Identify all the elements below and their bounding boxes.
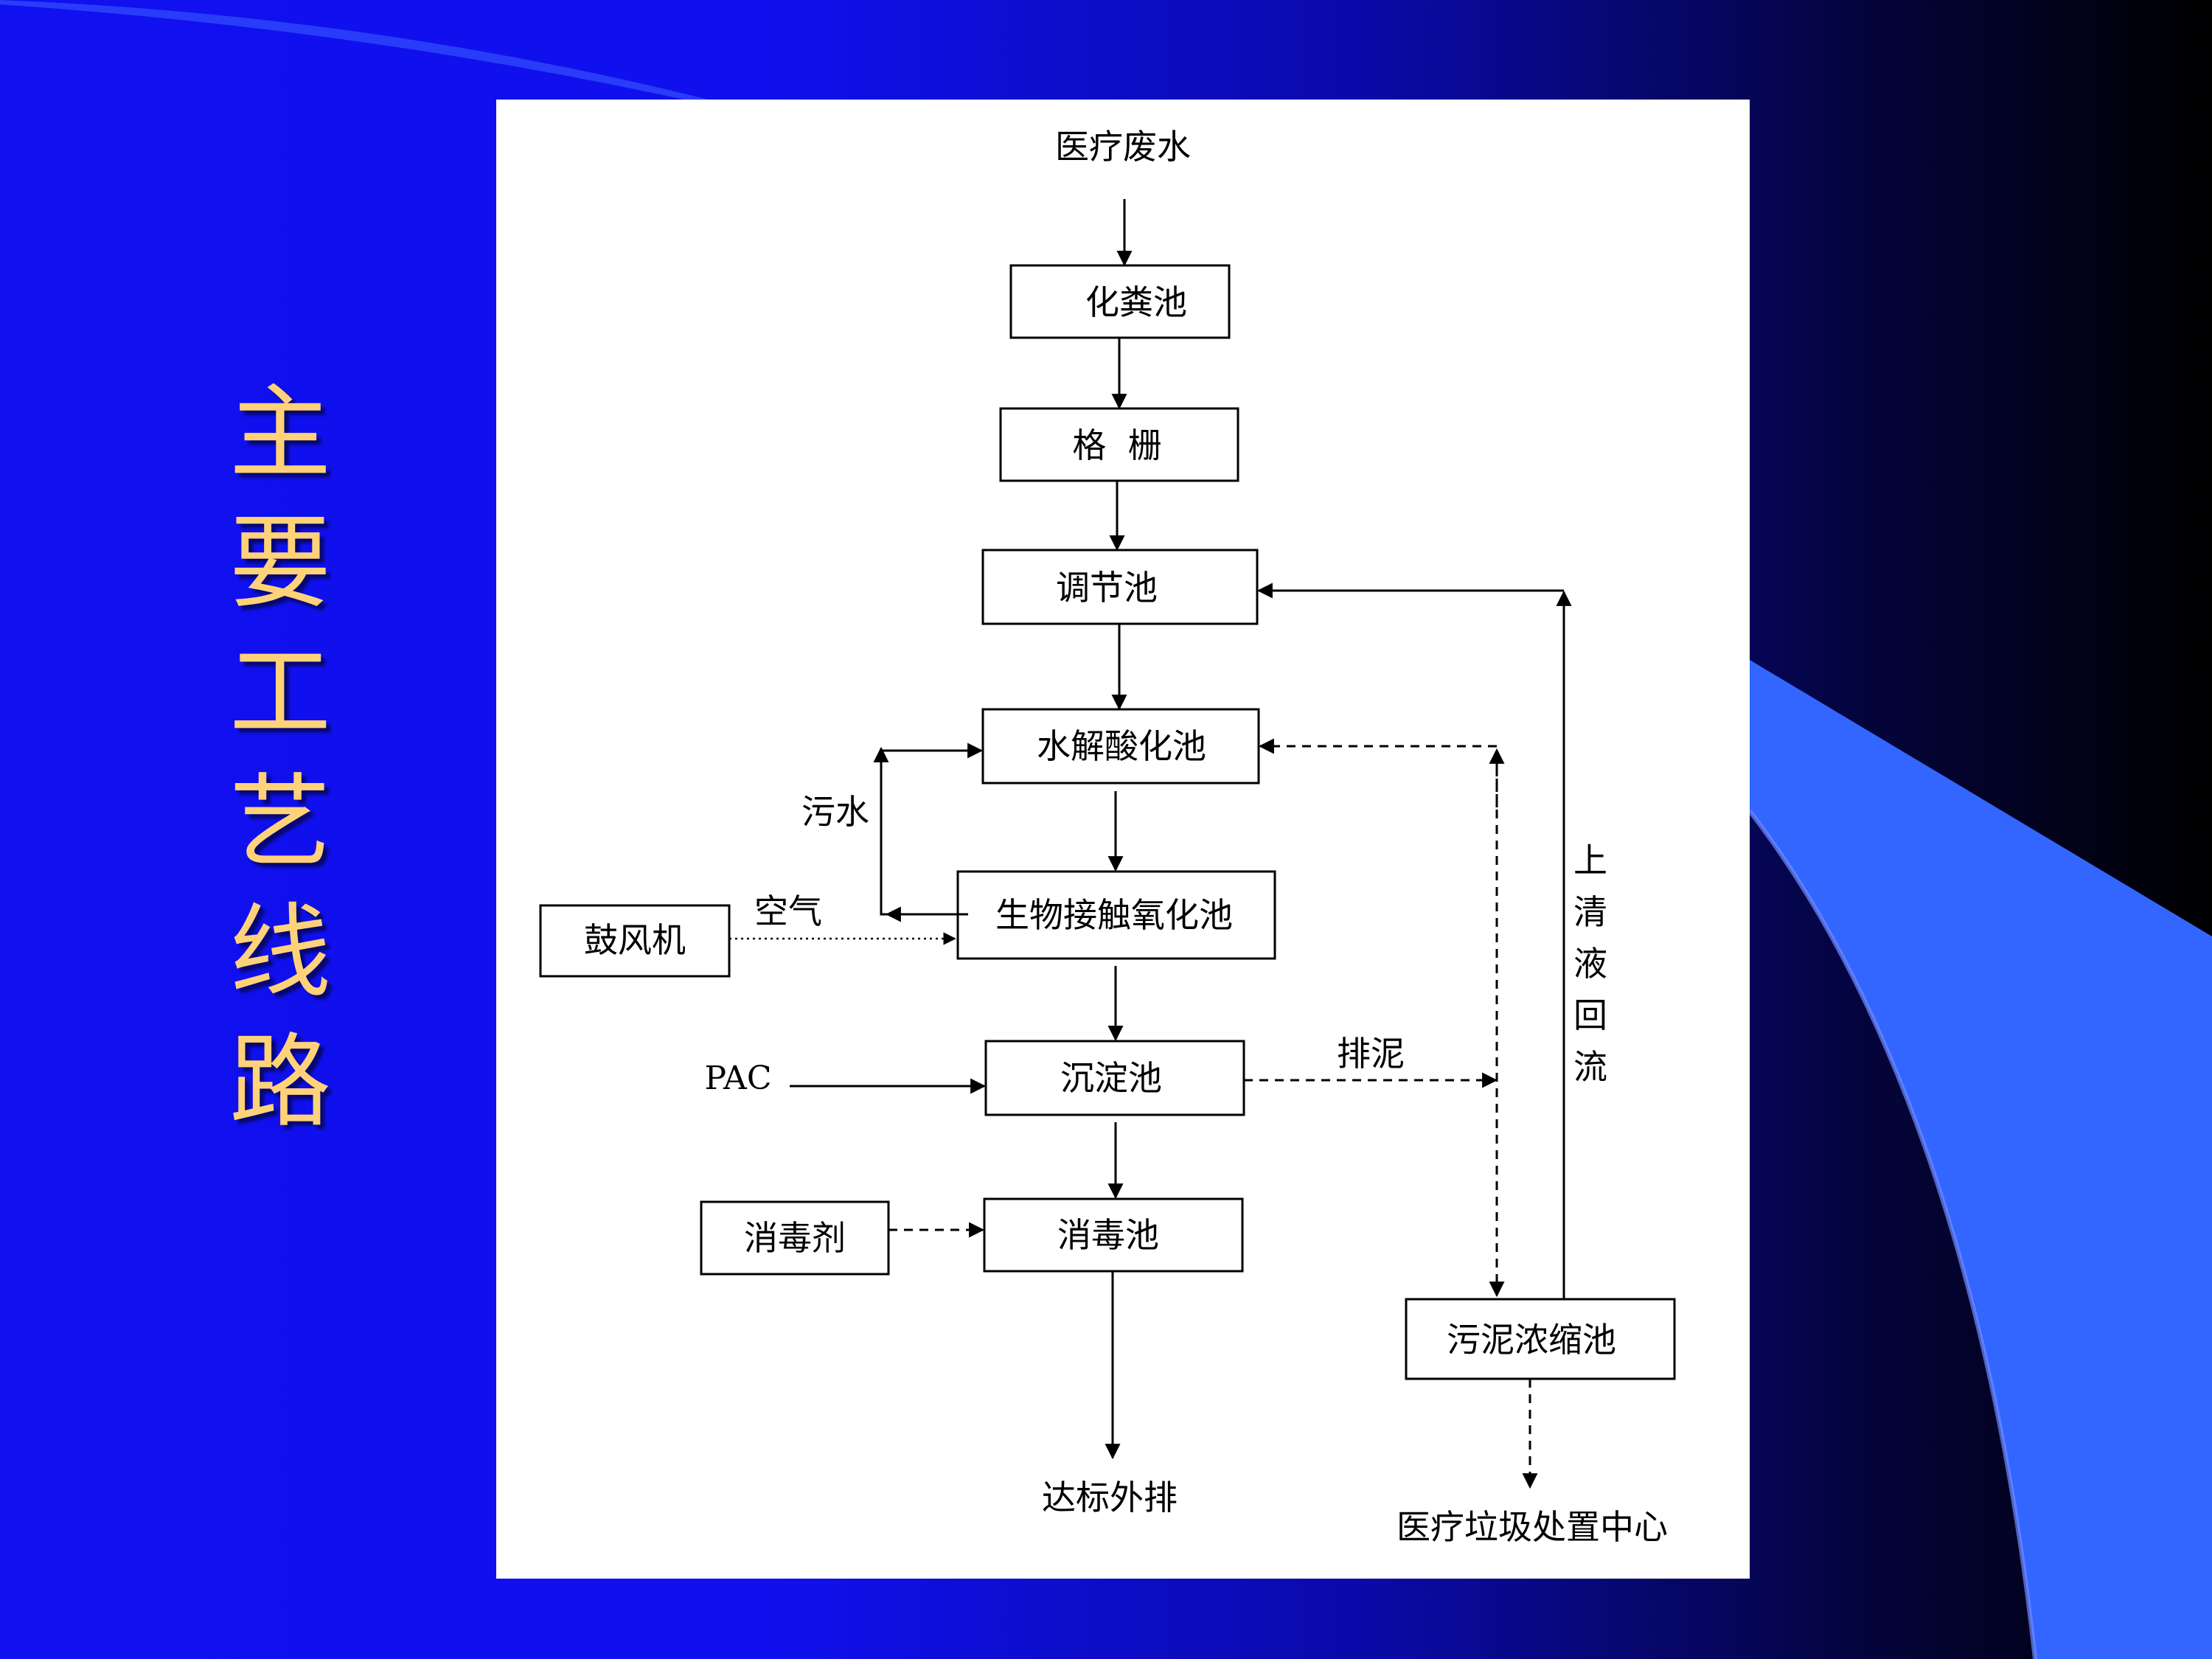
title-char: 要	[229, 504, 331, 622]
node-disinfectant: 消毒剂	[700, 1200, 890, 1276]
node-label: 消毒池	[1057, 1215, 1159, 1255]
top-left-arc	[0, 0, 708, 103]
node-bio-oxidation-tank: 生物接触氧化池	[956, 870, 1276, 960]
sludge-discharge-label: 排泥	[1337, 1034, 1405, 1074]
node-label: 格 栅	[1072, 425, 1161, 465]
node-disinfection-tank: 消毒池	[983, 1197, 1244, 1273]
node-label: 鼓风机	[584, 920, 686, 960]
title-char: 路	[229, 1023, 331, 1141]
node-sludge-tank: 污泥浓缩池	[1405, 1298, 1676, 1380]
supernatant-label: 上 清 液 回 流	[1573, 841, 1607, 1087]
supernatant-char: 上	[1573, 841, 1607, 880]
supernatant-char: 清	[1573, 892, 1607, 932]
title-char: 工	[229, 633, 331, 752]
slide-title: 主 要 工 艺 线 路	[221, 369, 339, 1147]
node-hydrolysis-tank: 水解酸化池	[981, 708, 1260, 785]
title-char: 主	[229, 374, 331, 493]
supernatant-char: 流	[1573, 1047, 1607, 1087]
node-label: 水解酸化池	[1037, 726, 1206, 766]
supernatant-char: 液	[1573, 944, 1607, 984]
sewage-label: 污水	[801, 792, 869, 832]
title-char: 线	[229, 893, 331, 1012]
node-label: 污泥浓缩池	[1447, 1320, 1616, 1360]
node-label: 沉淀池	[1060, 1058, 1162, 1098]
node-label: 消毒剂	[744, 1218, 846, 1258]
node-label: 生物接触氧化池	[995, 895, 1233, 935]
node-grille: 格 栅	[999, 407, 1239, 482]
right-swoosh-shape	[1750, 660, 2212, 1659]
diagram-panel: 医疗废水 化粪池 格 栅 调节池 水解酸化池 生物接触氧化池	[496, 100, 1750, 1579]
start-label: 医疗废水	[1055, 127, 1191, 167]
outlet-label: 达标外排	[1042, 1478, 1178, 1517]
supernatant-char: 回	[1573, 995, 1607, 1035]
waste-center-label: 医疗垃圾处置中心	[1397, 1507, 1668, 1547]
node-blower: 鼓风机	[539, 904, 731, 978]
node-adjust-tank: 调节池	[981, 549, 1259, 625]
node-label: 调节池	[1056, 568, 1158, 608]
process-flow-diagram: 医疗废水 化粪池 格 栅 调节池 水解酸化池 生物接触氧化池	[539, 127, 1676, 1547]
air-label: 空气	[754, 891, 822, 931]
node-septic-tank: 化粪池	[1009, 264, 1231, 339]
right-swoosh-edge	[1747, 810, 2037, 1659]
pac-label: PAC	[704, 1060, 771, 1097]
node-label: 化粪池	[1085, 282, 1187, 322]
title-char: 艺	[229, 763, 331, 882]
node-sedimentation-tank: 沉淀池	[984, 1040, 1245, 1116]
